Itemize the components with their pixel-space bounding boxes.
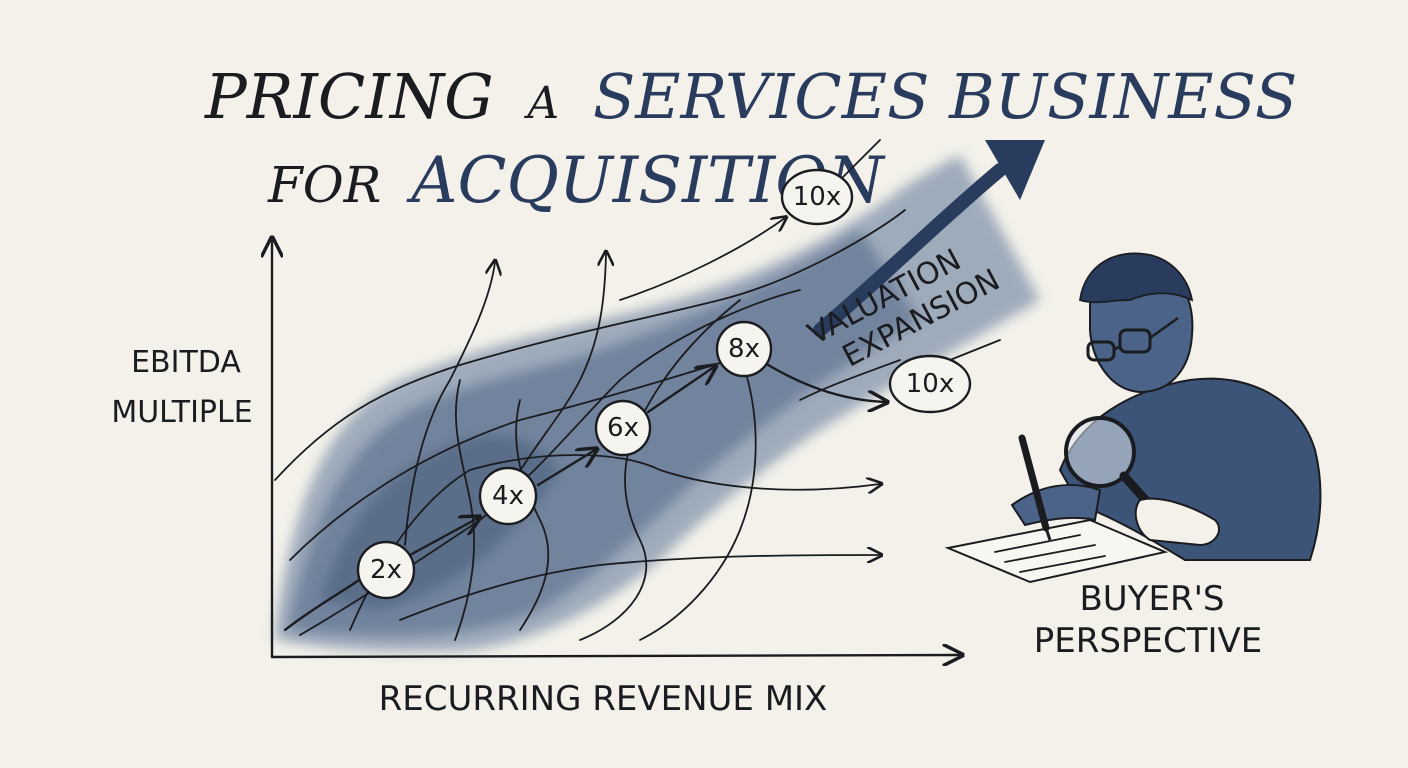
y-axis-label-line2: MULTIPLE [111, 395, 252, 430]
buyer-illustration [944, 252, 1322, 584]
buyer-body [1058, 377, 1322, 561]
svg-text:PRICING A SERVICES: PRICING A SERVICES BUSINESS [204, 60, 1297, 133]
node-label: 10x [793, 182, 841, 212]
node-connectors [283, 358, 885, 632]
node-10x-top: 10x [780, 168, 854, 226]
node-8x: 8x [715, 320, 773, 378]
node-6x: 6x [594, 399, 652, 457]
y-axis-label: EBITDA MULTIPLE [111, 345, 252, 430]
title-word-a: A [523, 78, 559, 129]
title: PRICING A SERVICES BUSINESS FOR ACQUISIT… [204, 60, 1297, 218]
valuation-expansion-arrow [813, 140, 1045, 337]
node-4x: 4x [478, 466, 538, 526]
y-axis-label-line1: EBITDA [131, 345, 241, 380]
buyer-label-line2: PERSPECTIVE [1034, 621, 1262, 661]
buyer-hair [1079, 252, 1194, 304]
title-services-business: SERVICES BUSINESS [593, 60, 1298, 133]
node-label: 8x [728, 334, 760, 364]
flow-curves [274, 139, 1001, 641]
node-label: 2x [370, 555, 402, 585]
multiple-nodes: 2x 4x 6x 8x 10x 10x [356, 168, 972, 600]
x-axis-line [270, 655, 960, 657]
node-label: 10x [906, 369, 954, 399]
glasses-icon [1086, 316, 1179, 362]
paper-sheet [944, 518, 1169, 584]
axes [272, 240, 960, 657]
title-word-for: FOR [267, 156, 381, 214]
title-word-pricing: PRICING [204, 60, 494, 133]
buyer-label-line1: BUYER'S [1079, 579, 1224, 619]
node-label: 6x [607, 413, 639, 443]
node-2x: 2x [356, 540, 416, 600]
x-axis-label: RECURRING REVENUE MIX [379, 679, 828, 719]
pen-icon [1018, 434, 1052, 541]
buyer-perspective-label: BUYER'S PERSPECTIVE [1034, 579, 1262, 661]
node-label: 4x [492, 481, 524, 511]
node-10x-right: 10x [888, 354, 972, 414]
